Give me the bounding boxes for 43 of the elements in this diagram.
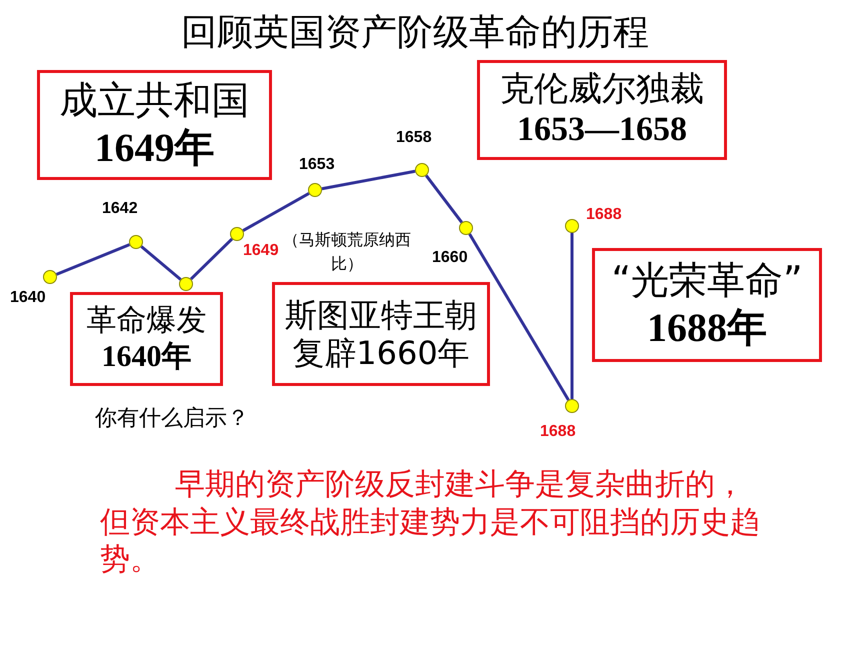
point-marker	[415, 163, 429, 177]
event-box	[272, 282, 490, 386]
year-text: 1649年	[94, 124, 214, 172]
year-label: 1688	[586, 206, 622, 224]
event-box	[37, 70, 272, 180]
year-label: 1640	[10, 289, 46, 307]
year-label: 1660	[432, 249, 468, 267]
connector-line	[140, 245, 182, 281]
event-box	[592, 248, 822, 362]
event-box	[70, 292, 223, 386]
connector-line	[468, 233, 570, 401]
conclusion-paragraph: 早期的资产阶级反封建斗争是复杂曲折的，但资本主义最终战胜封建势力是不可阻挡的历史趋势。	[100, 466, 760, 578]
year-label: 1642	[102, 200, 138, 218]
event-text: 克伦威尔独裁	[500, 69, 704, 110]
year-label: 1658	[396, 129, 432, 147]
point-marker	[565, 399, 579, 413]
year-text: 1688年	[647, 304, 767, 352]
connector-line	[242, 192, 310, 232]
year-text: 1653—1658	[517, 110, 687, 150]
year-label: 1653	[299, 156, 335, 174]
connector-line	[425, 174, 463, 224]
event-text: 斯图亚特王朝复辟1660年	[284, 296, 478, 372]
point-marker	[43, 270, 57, 284]
year-label: 1649	[243, 242, 279, 260]
year-text: 1640年	[102, 339, 192, 375]
event-text: “光荣革命”	[611, 258, 803, 304]
connector-line	[190, 238, 234, 280]
connector-line	[56, 243, 130, 276]
connector-line	[322, 170, 416, 190]
point-marker	[565, 219, 579, 233]
event-text: 革命爆发	[86, 303, 206, 339]
point-marker	[129, 235, 143, 249]
event-text: 成立共和国	[60, 78, 250, 124]
point-marker	[459, 221, 473, 235]
point-marker	[179, 277, 193, 291]
note: （马斯顿荒原纳西比）	[282, 229, 412, 275]
point-marker	[230, 227, 244, 241]
point-marker	[308, 183, 322, 197]
connector-line	[570, 233, 574, 399]
year-label: 1688	[540, 423, 576, 441]
event-box	[477, 60, 727, 160]
title: 回顾英国资产阶级革命的历程	[180, 11, 650, 55]
question: 你有什么启示？	[95, 405, 249, 433]
